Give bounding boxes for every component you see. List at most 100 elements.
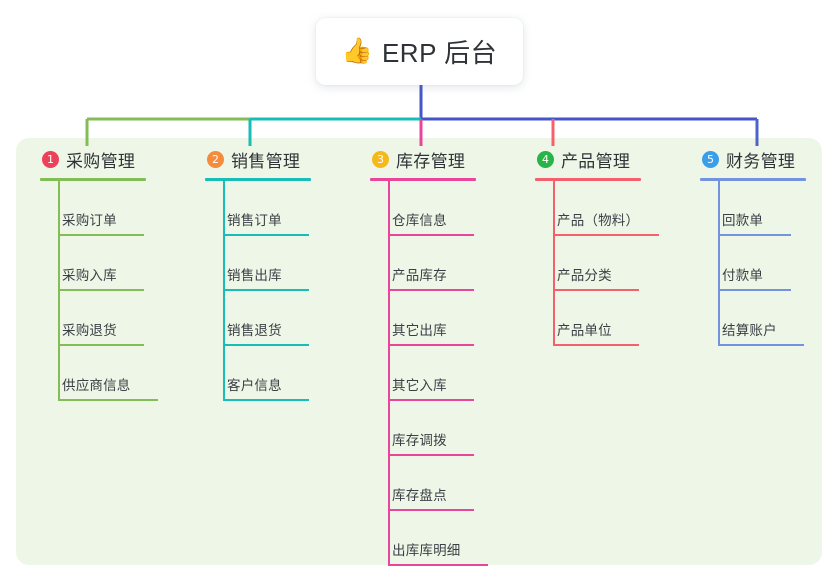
leaf-item-underline [553, 289, 639, 291]
column-header[interactable]: 1 采购管理 [40, 146, 146, 172]
leaf-item[interactable]: 其它入库 [370, 346, 476, 401]
leaf-item[interactable]: 产品（物料） [535, 181, 659, 236]
column-title: 采购管理 [66, 151, 136, 171]
column-trunk-line [718, 181, 720, 346]
column-trunk-line [553, 181, 555, 346]
leaf-item[interactable]: 采购入库 [40, 236, 146, 291]
leaf-item[interactable]: 采购退货 [40, 291, 146, 346]
column-1: 1 采购管理采购订单采购入库采购退货供应商信息 [40, 146, 158, 401]
leaf-item-underline [388, 564, 488, 566]
leaf-item[interactable]: 产品库存 [370, 236, 476, 291]
column-header-underline [40, 178, 146, 181]
leaf-item-label: 产品分类 [557, 268, 612, 283]
column-items: 产品（物料） 产品分类产品单位 [535, 181, 659, 346]
leaf-item[interactable]: 供应商信息 [40, 346, 158, 401]
leaf-item[interactable]: 客户信息 [205, 346, 311, 401]
leaf-item-underline [553, 234, 659, 236]
column-header[interactable]: 5 财务管理 [700, 146, 806, 172]
leaf-item[interactable]: 回款单 [700, 181, 806, 236]
leaf-item-label: 采购订单 [62, 213, 117, 228]
leaf-item-underline [388, 399, 474, 401]
leaf-item-label: 结算账户 [722, 323, 777, 338]
leaf-item-label: 产品库存 [392, 268, 447, 283]
thumbs-up-icon: 👍 [341, 37, 373, 65]
leaf-item-underline [718, 344, 804, 346]
leaf-item-underline [58, 234, 144, 236]
leaf-item[interactable]: 付款单 [700, 236, 806, 291]
leaf-item-underline [223, 399, 309, 401]
column-number-badge: 4 [537, 150, 554, 168]
leaf-item[interactable]: 库存调拨 [370, 401, 476, 456]
leaf-item-label: 产品（物料） [557, 213, 640, 228]
leaf-item-label: 销售退货 [227, 323, 282, 338]
column-number-badge: 3 [372, 150, 389, 168]
leaf-item-label: 供应商信息 [62, 378, 131, 393]
leaf-item-label: 销售订单 [227, 213, 282, 228]
column-header[interactable]: 3 库存管理 [370, 146, 476, 172]
column-3: 3 库存管理仓库信息产品库存其它出库其它入库库存调拨库存盘点出库库明细 [370, 146, 488, 566]
column-title: 财务管理 [726, 151, 796, 171]
leaf-item-label: 仓库信息 [392, 213, 447, 228]
leaf-item-label: 其它出库 [392, 323, 447, 338]
column-2: 2 销售管理销售订单销售出库销售退货客户信息 [205, 146, 311, 401]
column-title: 库存管理 [396, 151, 466, 171]
leaf-item-underline [388, 454, 474, 456]
leaf-item-label: 库存调拨 [392, 433, 447, 448]
column-title: 产品管理 [561, 151, 631, 171]
leaf-item[interactable]: 销售出库 [205, 236, 311, 291]
leaf-item-label: 采购入库 [62, 268, 117, 283]
column-items: 回款单付款单结算账户 [700, 181, 806, 346]
column-5: 5 财务管理回款单付款单结算账户 [700, 146, 806, 346]
leaf-item-underline [58, 289, 144, 291]
column-trunk-line [58, 181, 60, 401]
leaf-item[interactable]: 仓库信息 [370, 181, 476, 236]
leaf-item[interactable]: 出库库明细 [370, 511, 488, 566]
leaf-item[interactable]: 结算账户 [700, 291, 806, 346]
leaf-item-label: 出库库明细 [392, 543, 461, 558]
leaf-item[interactable]: 采购订单 [40, 181, 146, 236]
leaf-item-underline [388, 509, 474, 511]
leaf-item-underline [58, 344, 144, 346]
column-trunk-line [223, 181, 225, 401]
leaf-item-underline [223, 344, 309, 346]
leaf-item-underline [223, 289, 309, 291]
leaf-item-label: 客户信息 [227, 378, 282, 393]
leaf-item[interactable]: 库存盘点 [370, 456, 476, 511]
leaf-item[interactable]: 产品单位 [535, 291, 641, 346]
leaf-item-label: 付款单 [722, 268, 764, 283]
leaf-item[interactable]: 销售退货 [205, 291, 311, 346]
leaf-item-label: 销售出库 [227, 268, 282, 283]
leaf-item[interactable]: 其它出库 [370, 291, 476, 346]
column-number-badge: 5 [702, 150, 719, 168]
column-header[interactable]: 2 销售管理 [205, 146, 311, 172]
column-header-underline [535, 178, 641, 181]
column-header[interactable]: 4 产品管理 [535, 146, 641, 172]
leaf-item-label: 回款单 [722, 213, 764, 228]
column-number-badge: 2 [207, 150, 224, 168]
leaf-item-underline [553, 344, 639, 346]
column-4: 4 产品管理产品（物料） 产品分类产品单位 [535, 146, 659, 346]
leaf-item-underline [223, 234, 309, 236]
leaf-item-underline [388, 234, 474, 236]
leaf-item-underline [388, 344, 474, 346]
leaf-item-underline [388, 289, 474, 291]
leaf-item-label: 其它入库 [392, 378, 447, 393]
column-header-underline [205, 178, 311, 181]
leaf-item[interactable]: 产品分类 [535, 236, 641, 291]
leaf-item-label: 产品单位 [557, 323, 612, 338]
column-items: 销售订单销售出库销售退货客户信息 [205, 181, 311, 401]
column-items: 仓库信息产品库存其它出库其它入库库存调拨库存盘点出库库明细 [370, 181, 488, 566]
column-header-underline [370, 178, 476, 181]
leaf-item-underline [58, 399, 158, 401]
root-node-title: ERP 后台 [381, 38, 498, 68]
root-node-card[interactable]: 👍 ERP 后台 [316, 18, 523, 85]
leaf-item-underline [718, 289, 791, 291]
leaf-item[interactable]: 销售订单 [205, 181, 311, 236]
leaf-item-underline [718, 234, 791, 236]
column-title: 销售管理 [231, 151, 301, 171]
column-number-badge: 1 [42, 150, 59, 168]
column-header-underline [700, 178, 806, 181]
leaf-item-label: 采购退货 [62, 323, 117, 338]
column-items: 采购订单采购入库采购退货供应商信息 [40, 181, 158, 401]
